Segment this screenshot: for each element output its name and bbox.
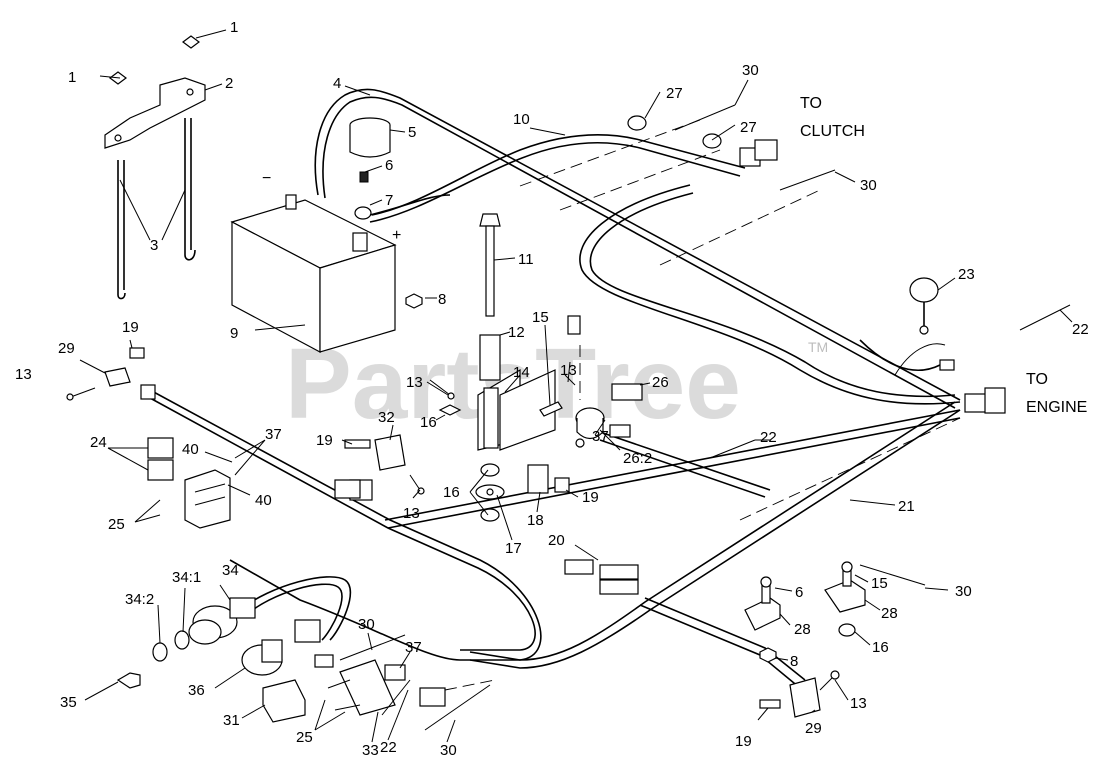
callout-31: 31: [223, 712, 240, 729]
callout-13-left: 13: [15, 366, 32, 383]
watermark-trademark: TM: [808, 339, 828, 355]
callout-30-right: 30: [955, 583, 972, 600]
callout-15-top: 15: [532, 309, 549, 326]
reference-lines: [444, 119, 961, 691]
callout-11: 11: [518, 251, 534, 268]
callout-40a: 40: [182, 441, 199, 458]
callout-27b: 27: [740, 119, 757, 136]
battery-terminal-hardware: [349, 117, 451, 309]
callout-36: 36: [188, 682, 205, 699]
callout-26: 26: [652, 374, 669, 391]
callout-34-2: 34:2: [125, 591, 154, 608]
to-engine-label-line2: ENGINE: [1026, 399, 1087, 416]
callout-30-mid: 30: [860, 177, 877, 194]
battery: − +: [230, 170, 401, 354]
callout-20: 20: [548, 532, 565, 549]
callout-1b: 1: [68, 69, 76, 86]
callout-37-center: 37: [592, 428, 609, 445]
callout-16-low: 16: [872, 639, 889, 656]
callout-24: 24: [90, 434, 107, 451]
callout-14: 14: [513, 364, 530, 381]
callout-25-low: 25: [296, 729, 313, 746]
cable-ties: [339, 104, 1071, 731]
callout-9: 9: [230, 325, 238, 342]
callout-34: 34: [222, 562, 239, 579]
callout-29-left: 29: [58, 340, 75, 357]
callout-40b: 40: [255, 492, 272, 509]
callout-23: 23: [958, 266, 975, 283]
leader-lines: [79, 29, 1073, 743]
main-harness-wires: [149, 88, 961, 689]
battery-positive-label: +: [392, 227, 401, 244]
callout-5: 5: [408, 124, 416, 141]
to-clutch-label-line2: CLUTCH: [800, 123, 865, 140]
callout-22-right: 22: [1072, 321, 1089, 338]
callout-37-left: 37: [265, 426, 282, 443]
to-engine-label-line1: TO: [1026, 371, 1048, 388]
callout-19-left: 19: [122, 319, 139, 336]
callout-30-low: 30: [358, 616, 375, 633]
callout-34-1: 34:1: [172, 569, 201, 586]
callout-37-low: 37: [405, 639, 422, 656]
callout-labels: 1 1 2 3 4 5 6 7 8 9 10 11 12 13 14 15 13…: [15, 19, 1089, 759]
callout-28b: 28: [881, 605, 898, 622]
callout-19-center: 19: [582, 489, 599, 506]
seat-switch-assembly: [438, 213, 556, 522]
callout-35: 35: [60, 694, 77, 711]
callout-16b: 16: [443, 484, 460, 501]
callout-13-lowright: 13: [850, 695, 867, 712]
callout-4: 4: [333, 75, 341, 92]
callout-13-low: 13: [403, 505, 420, 522]
battery-negative-label: −: [262, 170, 271, 187]
callout-1a: 1: [230, 19, 238, 36]
callout-13-right: 13: [560, 362, 577, 379]
callout-8-top: 8: [438, 291, 446, 308]
callout-12: 12: [508, 324, 525, 341]
callout-22-center: 22: [760, 429, 777, 446]
callout-16a: 16: [420, 414, 437, 431]
callout-3: 3: [150, 237, 158, 254]
callout-19-right: 19: [735, 733, 752, 750]
callout-32: 32: [378, 409, 395, 426]
callout-17: 17: [505, 540, 522, 557]
callout-29-right: 29: [805, 720, 822, 737]
callout-25-left: 25: [108, 516, 125, 533]
callout-7: 7: [385, 192, 393, 209]
callout-26-2: 26:2: [623, 450, 652, 467]
callout-21: 21: [898, 498, 915, 515]
callout-10: 10: [513, 111, 530, 128]
callout-33: 33: [362, 742, 379, 759]
callout-6-low: 6: [795, 584, 803, 601]
callout-30-top: 30: [742, 62, 759, 79]
callout-6-top: 6: [385, 157, 393, 174]
bolt-15-upper: [539, 401, 563, 417]
callout-8-low: 8: [790, 653, 798, 670]
callout-27a: 27: [666, 85, 683, 102]
callout-15-low: 15: [871, 575, 888, 592]
callout-19-mid: 19: [316, 432, 333, 449]
callout-30-bottom: 30: [440, 742, 457, 759]
callout-22-low: 22: [380, 739, 397, 756]
destination-labels: TO CLUTCH TO ENGINE: [800, 95, 1087, 416]
callout-13-mid: 13: [406, 374, 423, 391]
screws-13: [66, 374, 840, 691]
to-clutch-label-line1: TO: [800, 95, 822, 112]
callout-18: 18: [527, 512, 544, 529]
connectors: [104, 115, 1006, 723]
battery-hold-down-assembly: [104, 35, 206, 300]
callout-28a: 28: [794, 621, 811, 638]
callout-2: 2: [225, 75, 233, 92]
